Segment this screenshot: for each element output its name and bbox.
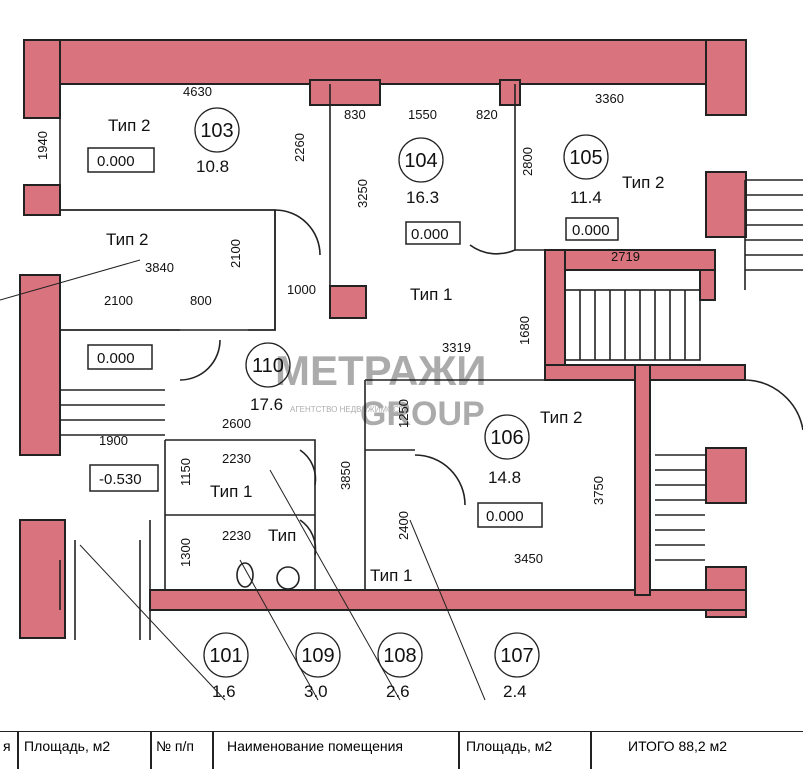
dim-1300: 1300 (178, 538, 193, 567)
dim-2800: 2800 (520, 147, 535, 176)
callout-107-number: 107 (500, 645, 533, 667)
room-106-level: 0.000 (486, 508, 524, 525)
room-103-type: Тип 2 (108, 116, 151, 135)
dim-3750: 3750 (591, 476, 606, 505)
dim-2100b: 2100 (104, 293, 133, 308)
dim-1940: 1940 (35, 131, 50, 160)
dim-2400: 2400 (396, 511, 411, 540)
callout-109-area: 3.0 (304, 682, 328, 701)
callout-108-area: 2.6 (386, 682, 410, 701)
room-105-type: Тип 2 (622, 173, 665, 192)
watermark: МЕТРАЖИ GROUP АГЕНТСТВО НЕДВИЖИМОСТИ (275, 347, 486, 433)
legend-col2: Площадь, м2 (24, 738, 111, 754)
label-tip1-bath: Тип (268, 526, 296, 545)
stairs (60, 179, 803, 561)
callout-109-number: 109 (301, 645, 334, 667)
bathroom-fixtures (236, 562, 300, 590)
legend-col1: я (3, 738, 11, 754)
legend-col4: Наименование помещения (227, 738, 403, 754)
callout-108-number: 108 (383, 645, 416, 667)
label-tip1-center: Тип 1 (410, 285, 453, 304)
outer-walls (19, 39, 747, 639)
dim-1150: 1150 (178, 458, 193, 486)
callout-101-area: 1.6 (212, 682, 236, 701)
room-103-area: 10.8 (196, 157, 229, 176)
legend-col3: № п/п (156, 738, 194, 754)
dim-1680: 1680 (517, 316, 532, 345)
dim-4630: 4630 (183, 84, 212, 99)
dim-3450: 3450 (514, 551, 543, 566)
legend-col5: Площадь, м2 (466, 738, 553, 754)
room-103-number: 103 (200, 120, 233, 142)
label-tip2-upper: Тип 2 (106, 230, 149, 249)
label-tip1-closet: Тип 1 (370, 566, 413, 585)
dim-2230a: 2230 (222, 451, 251, 466)
watermark-line2: GROUP (360, 395, 485, 433)
dim-830: 830 (344, 107, 366, 122)
room-104-level: 0.000 (411, 226, 449, 243)
dim-3250: 3250 (355, 179, 370, 208)
dim-1000: 1000 (287, 282, 316, 297)
dim-3840: 3840 (145, 260, 174, 275)
callout-101-number: 101 (209, 645, 242, 667)
dim-1550: 1550 (408, 107, 437, 122)
room-105-area: 11.4 (570, 188, 602, 207)
callout-107-area: 2.4 (503, 682, 527, 701)
room-110-number: 110 (252, 355, 284, 377)
dim-2260: 2260 (292, 133, 307, 162)
stair-level: -0.530 (99, 471, 142, 488)
sink-icon (276, 566, 300, 590)
level-boxes (87, 147, 619, 528)
dim-1250: 1250 (396, 399, 411, 428)
dim-3850: 3850 (338, 461, 353, 490)
room-circles (194, 107, 609, 678)
room-105-number: 105 (569, 147, 602, 169)
dim-3360: 3360 (595, 91, 624, 106)
dim-2719: 2719 (611, 249, 640, 264)
dim-2230b: 2230 (222, 528, 251, 543)
room-103-level: 0.000 (97, 153, 135, 170)
label-tip1-wc: Тип 1 (210, 482, 253, 501)
watermark-line1: МЕТРАЖИ (275, 347, 486, 394)
room-106-type: Тип 2 (540, 408, 583, 427)
dimensions: 4630 1940 2260 830 1550 820 3360 2800 32… (35, 84, 640, 567)
dim-820: 820 (476, 107, 498, 122)
room-104-area: 16.3 (406, 188, 439, 207)
room-106-number: 106 (490, 427, 523, 449)
dim-3319: 3319 (442, 340, 471, 355)
legend-col6: ИТОГО 88,2 м2 (628, 738, 727, 754)
toilet-icon (236, 562, 254, 588)
room-110-area: 17.6 (250, 395, 283, 414)
room-105-level: 0.000 (572, 222, 610, 239)
doors (74, 209, 803, 640)
room-104-number: 104 (404, 150, 437, 172)
room-106-area: 14.8 (488, 468, 521, 487)
dim-1900: 1900 (99, 433, 128, 448)
dim-800: 800 (190, 293, 212, 308)
dim-2100a: 2100 (228, 239, 243, 268)
watermark-small: АГЕНТСТВО НЕДВИЖИМОСТИ (290, 405, 410, 414)
legend-table: я Площадь, м2 № п/п Наименование помещен… (0, 731, 803, 769)
room-110-level: 0.000 (97, 350, 135, 367)
dim-2600: 2600 (222, 416, 251, 431)
leader-lines (0, 259, 486, 701)
